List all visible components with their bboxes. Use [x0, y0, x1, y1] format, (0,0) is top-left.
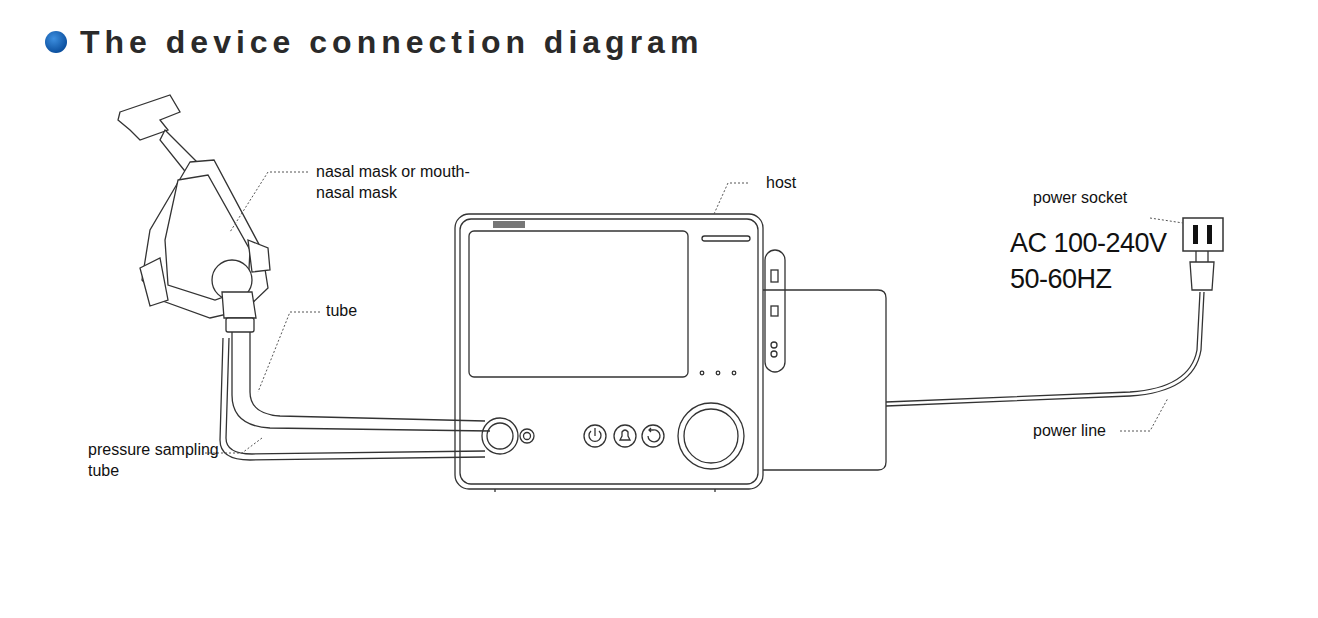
- breathing-tube: [220, 330, 490, 460]
- diagram-title: The device connection diagram: [80, 24, 703, 61]
- power-socket: [1183, 218, 1223, 251]
- title-bullet: [45, 31, 67, 53]
- part-label: power socket: [1033, 187, 1173, 208]
- mask: [118, 95, 270, 332]
- part-label: AC 100-240V 50-60HZ: [1010, 225, 1195, 297]
- host-device: [455, 214, 886, 492]
- part-label: power line: [1033, 420, 1143, 441]
- part-label: pressure sampling tube: [88, 439, 233, 481]
- part-label: nasal mask or mouth-nasal mask: [316, 161, 476, 203]
- leader-lines: [205, 172, 1183, 453]
- part-label: tube: [326, 300, 406, 321]
- part-label: host: [766, 172, 846, 193]
